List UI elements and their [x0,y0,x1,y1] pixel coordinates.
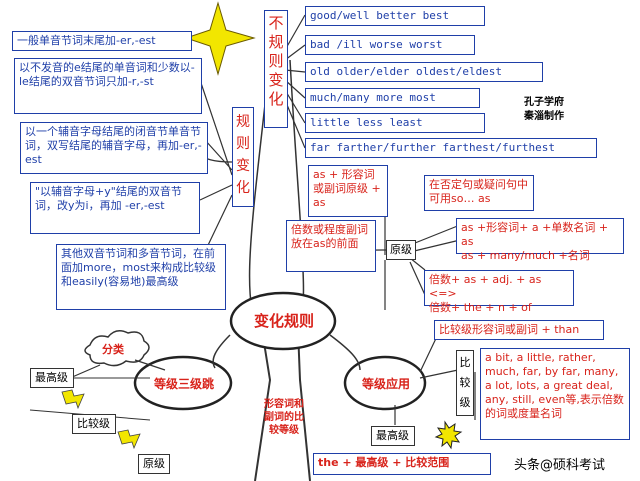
irregular-row-bad: bad /ill worse worst [305,35,475,55]
irregular-title: 不规则变化 [264,10,288,128]
trunk-label: 形容词和副词的比较等级 [264,399,304,436]
comparative-label: 比较级 [456,350,474,416]
note-as-as: as + 形容词或副词原级 + as [308,165,388,217]
note-than: 比较级形容词或副词 + than [434,320,604,340]
watermark: 头条@硕科考试 [510,452,610,475]
note-multiplier: 倍数或程度副词放在as的前面 [286,220,376,272]
note-superlative: the + 最高级 + 比较范围 [313,453,491,475]
note-modifiers: a bit, a little, rather, much, far, by f… [480,348,630,440]
center-oval [229,291,337,351]
positive-label: 原级 [386,240,416,260]
irregular-row-good: good/well better best [305,6,485,26]
classify-label: 分类 [102,343,124,356]
star-icon [184,1,256,76]
center-title: 变化规则 [253,312,314,330]
regular-title: 规则变化 [232,107,254,207]
irregular-row-much: much/many more most [305,88,480,108]
rule-2: 以不发音的e结尾的单音词和少数以- le结尾的双音节词只加-r,-st [14,58,202,114]
rule-4: "以辅音字母+y"结尾的双音节词，改y为i，再加 -er,-est [30,182,200,234]
application-title: 等级应用 [361,377,410,391]
irregular-row-old: old older/elder oldest/eldest [305,62,543,82]
level-comparative: 比较级 [72,414,116,434]
level-positive: 原级 [138,454,170,474]
level-superlative: 最高级 [30,368,74,388]
note-multiplier-of: 倍数+ as + adj. + as <=>倍数+ the + n + of [424,270,574,314]
irregular-row-little: little less least [305,113,485,133]
levels-title: 等级三级跳 [153,377,214,391]
superlative-label: 最高级 [371,426,415,446]
credit: 孔子学府秦淄制作 [524,97,564,122]
rule-3: 以一个辅音字母结尾的闭音节单音节词，双写结尾的辅音字母，再加-er,-est [20,122,208,174]
note-so-as: 在否定句或疑问句中可用so… as [424,175,534,211]
rule-5: 其他双音节词和多音节词，在前面加more，most来构成比较级和easily(容… [56,244,226,310]
rule-1: 一般单音节词末尾加-er,-est [12,31,192,51]
irregular-row-far: far farther/further farthest/furthest [305,138,597,158]
